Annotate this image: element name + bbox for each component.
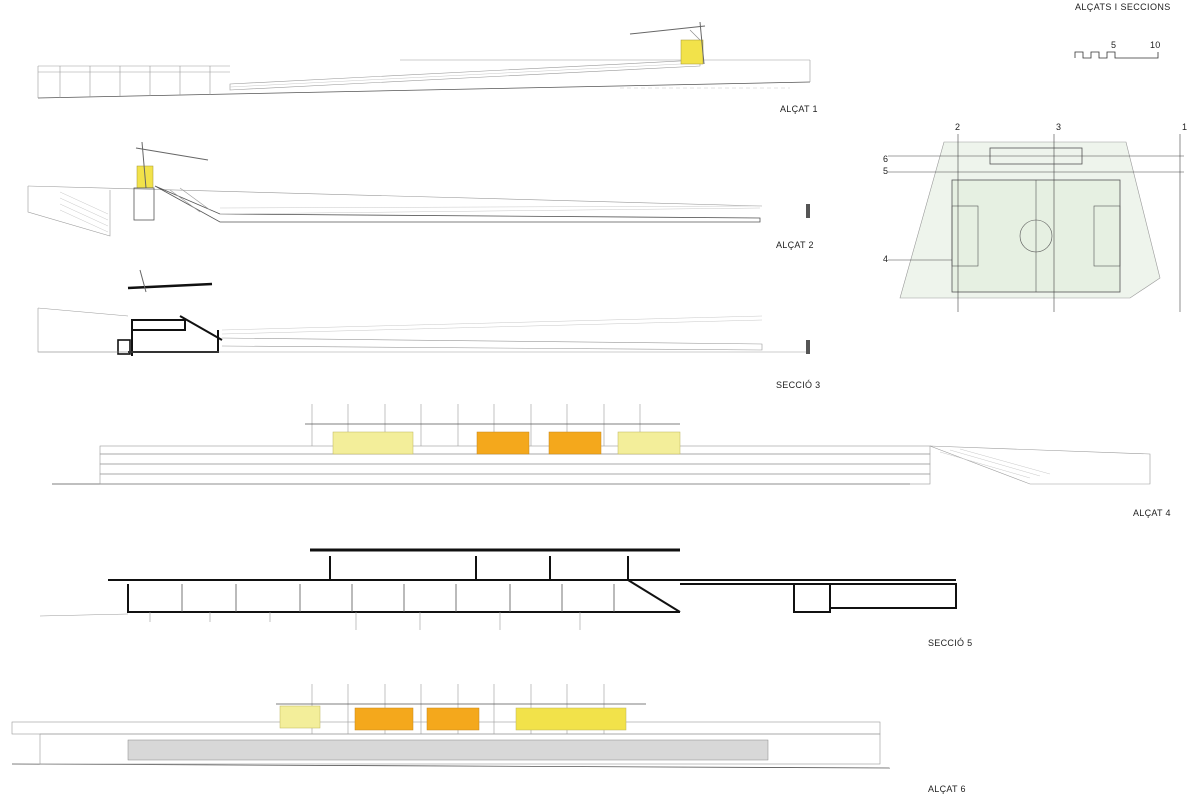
- section-marker: 3: [1056, 122, 1061, 132]
- section-marker: 5: [883, 166, 888, 176]
- scale-bar-tick-10: 10: [1150, 40, 1161, 50]
- section-marker: 6: [883, 154, 888, 164]
- drawing-label: ALÇAT 1: [780, 104, 818, 114]
- drawing-label: ALÇAT 4: [1133, 508, 1171, 518]
- sheet-title: ALÇATS I SECCIONS: [1075, 2, 1171, 12]
- drawing-alcat-2: ALÇAT 2: [27, 141, 814, 250]
- section-marker: 2: [955, 122, 960, 132]
- section-marker: 1: [1182, 122, 1187, 132]
- drawing-alcat-6: ALÇAT 6: [11, 684, 966, 794]
- drawing-label: ALÇAT 6: [928, 784, 966, 794]
- drawing-seccio-3: SECCIÓ 3: [37, 269, 820, 390]
- drawing-label: SECCIÓ 5: [928, 638, 972, 648]
- drawing-seccio-5: SECCIÓ 5: [39, 548, 972, 648]
- scale-bar-tick-5: 5: [1111, 40, 1116, 50]
- key-plan: 2 3 1 6 5 4: [883, 122, 1187, 312]
- drawing-alcat-4: ALÇAT 4: [52, 404, 1171, 518]
- scale-bar: 5 10: [1074, 40, 1161, 59]
- drawing-alcat-1: ALÇAT 1: [37, 21, 818, 114]
- section-marker: 4: [883, 254, 888, 264]
- drawing-label: ALÇAT 2: [776, 240, 814, 250]
- drawing-label: SECCIÓ 3: [776, 380, 820, 390]
